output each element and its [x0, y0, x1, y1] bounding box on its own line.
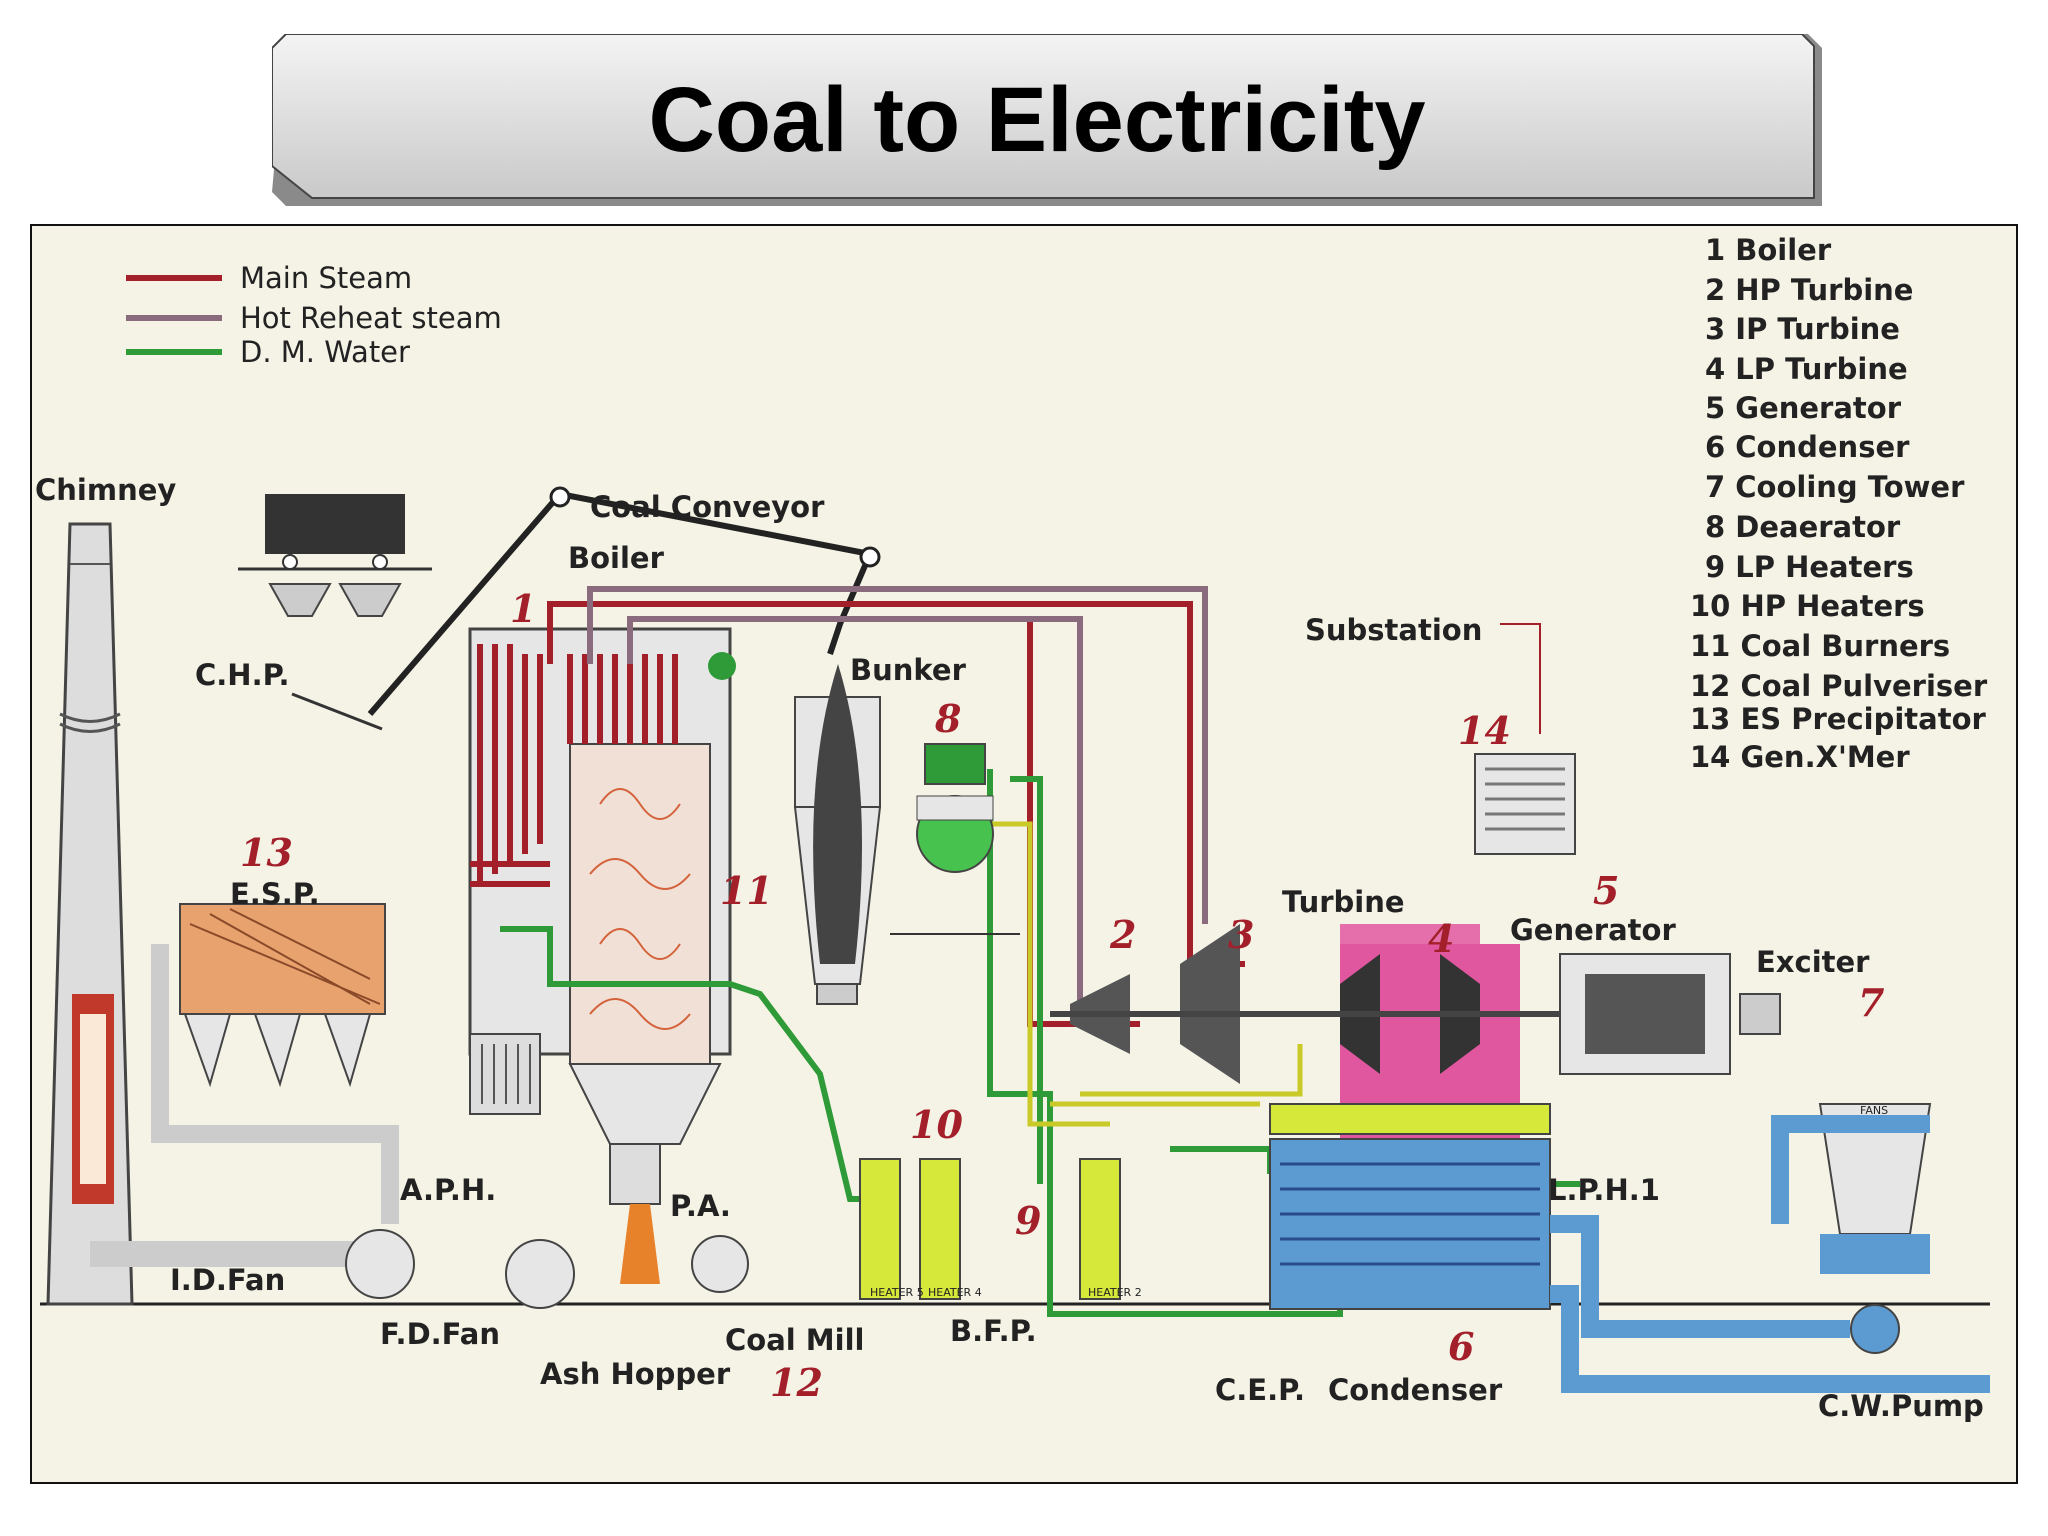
number-8: 8: [934, 696, 961, 741]
coal-handling-plant: [238, 494, 432, 731]
component-key-list: 1 Boiler 2 HP Turbine 3 IP Turbine 4 LP …: [1690, 233, 1988, 774]
key-item: 11 Coal Burners: [1690, 629, 1950, 663]
coal-bunker: [793, 664, 882, 1005]
turbine-label: Turbine: [1282, 885, 1405, 919]
air-preheater: [469, 1033, 541, 1115]
key-item: 13 ES Precipitator: [1690, 702, 1987, 736]
key-item: 2 HP Turbine: [1705, 273, 1913, 307]
boiler-label: Boiler: [568, 541, 665, 575]
aph-label: A.P.H.: [400, 1173, 496, 1207]
number-5: 5: [1593, 868, 1619, 913]
key-item: 14 Gen.X'Mer: [1690, 740, 1910, 774]
coal-conveyor-label: Coal Conveyor: [590, 490, 825, 524]
legend: Main Steam Hot Reheat steam D. M. Water: [126, 261, 502, 369]
pa-label: P.A.: [670, 1189, 731, 1223]
ash-hopper-label: Ash Hopper: [540, 1357, 731, 1391]
heater-5-label: HEATER 5: [870, 1286, 924, 1299]
key-item: 3 IP Turbine: [1705, 312, 1900, 346]
pa-fan: [691, 1235, 749, 1293]
heater-4-label: HEATER 4: [928, 1286, 982, 1299]
condenser-label: Condenser: [1328, 1373, 1503, 1407]
key-item: 7 Cooling Tower: [1705, 470, 1965, 504]
heater-2-label: HEATER 2: [1088, 1286, 1142, 1299]
number-7: 7: [1858, 980, 1884, 1025]
induced-draft-fan: [90, 1229, 415, 1299]
esp-label: E.S.P.: [230, 877, 320, 911]
feedwater-heaters: HEATER 5 HEATER 4 HEATER 2: [859, 1158, 1142, 1300]
power-plant-diagram: Main Steam Hot Reheat steam D. M. Water …: [30, 224, 2018, 1484]
reheat-steam-lines: [587, 586, 1208, 1014]
number-6: 6: [1448, 1324, 1474, 1369]
condenser-unit: [1269, 1103, 1551, 1310]
key-item: 5 Generator: [1705, 391, 1902, 425]
chimney-label: Chimney: [35, 473, 176, 507]
key-item: 1 Boiler: [1705, 233, 1832, 267]
chimney: [46, 522, 134, 1306]
legend-hot-reheat: Hot Reheat steam: [240, 301, 502, 335]
fans-label: FANS: [1860, 1104, 1888, 1117]
generator-transformer: [1474, 623, 1576, 855]
id-fan-label: I.D.Fan: [170, 1263, 285, 1297]
number-14: 14: [1458, 708, 1511, 753]
key-item: 8 Deaerator: [1705, 510, 1901, 544]
number-11: 11: [720, 868, 773, 913]
page-title: Coal to Electricity: [648, 68, 1426, 171]
lph1-label: L.P.H.1: [1548, 1173, 1660, 1207]
number-10: 10: [910, 1102, 963, 1147]
chp-label: C.H.P.: [195, 658, 290, 692]
cooling-tower: [1818, 1103, 1932, 1274]
number-1: 1: [510, 586, 536, 631]
bfp-label: B.F.P.: [950, 1314, 1037, 1348]
key-item: 12 Coal Pulveriser: [1690, 669, 1988, 703]
number-9: 9: [1015, 1198, 1041, 1243]
superheater-coils: [470, 644, 678, 887]
key-item: 4 LP Turbine: [1705, 352, 1908, 386]
substation-label: Substation: [1305, 613, 1482, 647]
number-3: 3: [1228, 912, 1254, 957]
number-12: 12: [770, 1360, 823, 1405]
exciter-label: Exciter: [1756, 945, 1870, 979]
key-item: 6 Condenser: [1705, 430, 1910, 464]
electrostatic-precipitator: [151, 903, 399, 1224]
cw-pump-label: C.W.Pump: [1818, 1389, 1984, 1423]
cooling-water-lines: [1550, 1115, 1990, 1393]
number-13: 13: [240, 830, 293, 875]
title-banner: [272, 34, 1822, 206]
coal-mill-label: Coal Mill: [725, 1323, 865, 1357]
coal-conveyor: [367, 486, 881, 716]
generator-label: Generator: [1510, 913, 1676, 947]
key-item: 10 HP Heaters: [1690, 589, 1925, 623]
legend-dm-water: D. M. Water: [240, 335, 410, 369]
cep-label: C.E.P.: [1215, 1373, 1305, 1407]
legend-main-steam: Main Steam: [240, 261, 412, 295]
forced-draft-fan: [505, 1239, 575, 1309]
fd-fan-label: F.D.Fan: [380, 1317, 500, 1351]
generator-unit: [1559, 953, 1781, 1075]
number-2: 2: [1109, 912, 1136, 957]
number-4: 4: [1428, 916, 1454, 961]
deaerator: [890, 743, 1020, 935]
key-item: 9 LP Heaters: [1705, 550, 1914, 584]
cw-pump: [1850, 1304, 1900, 1354]
bunker-label: Bunker: [850, 653, 967, 687]
